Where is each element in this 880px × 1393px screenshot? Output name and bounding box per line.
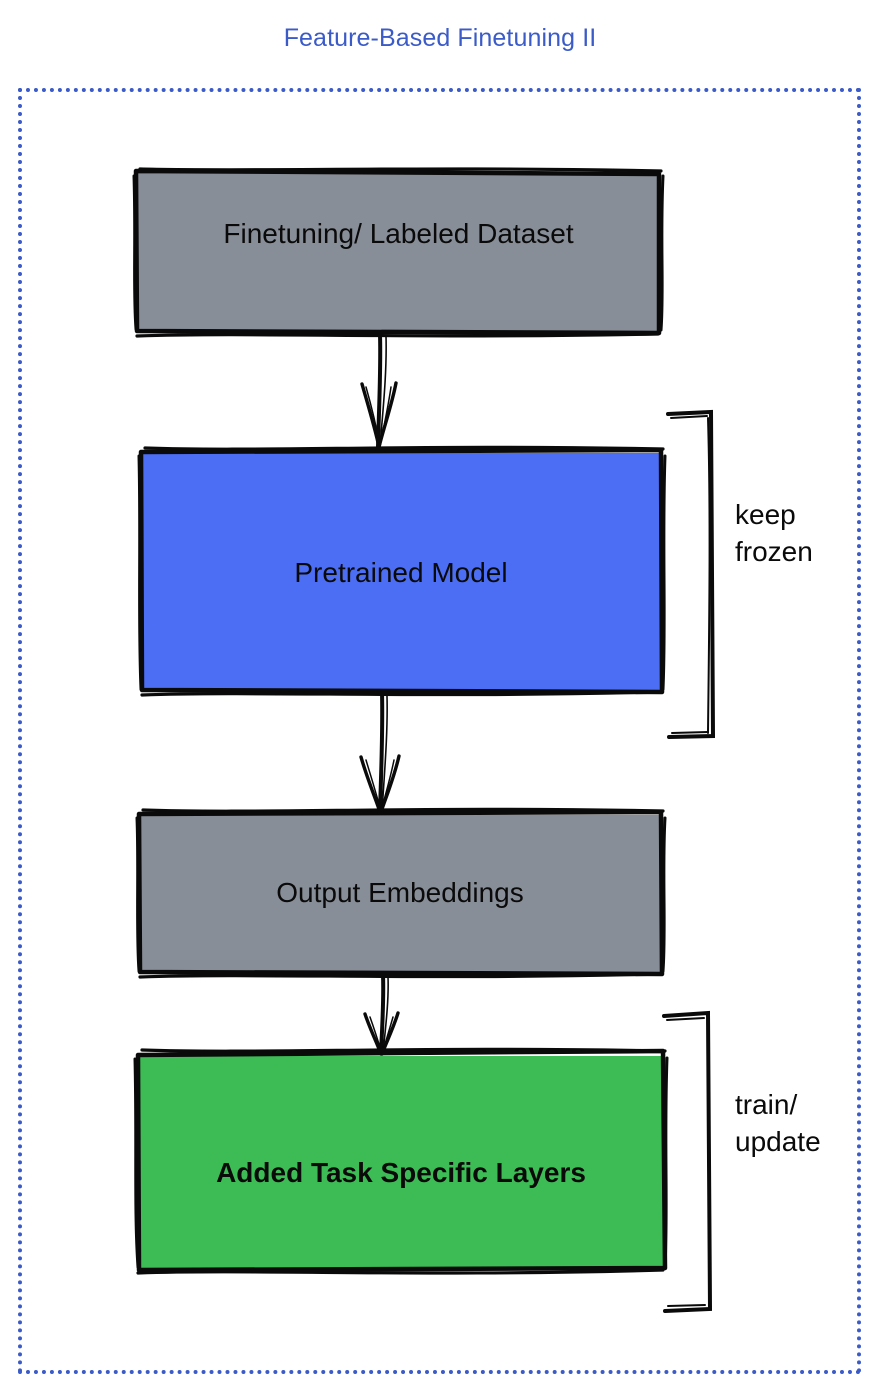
- node-label-output-embeddings: Output Embeddings: [276, 877, 524, 908]
- node-label-task-specific-layers: Added Task Specific Layers: [216, 1157, 586, 1188]
- node-label-pretrained-model: Pretrained Model: [294, 557, 508, 588]
- node-label-dataset: Finetuning/ Labeled Dataset: [223, 218, 574, 249]
- annotation-label-train-update: train/ update: [735, 1089, 821, 1157]
- page-title: Feature-Based Finetuning II: [283, 24, 597, 52]
- dashed-boundary-frame: [18, 88, 861, 1374]
- annotation-label-keep-frozen: keep frozen: [735, 499, 813, 567]
